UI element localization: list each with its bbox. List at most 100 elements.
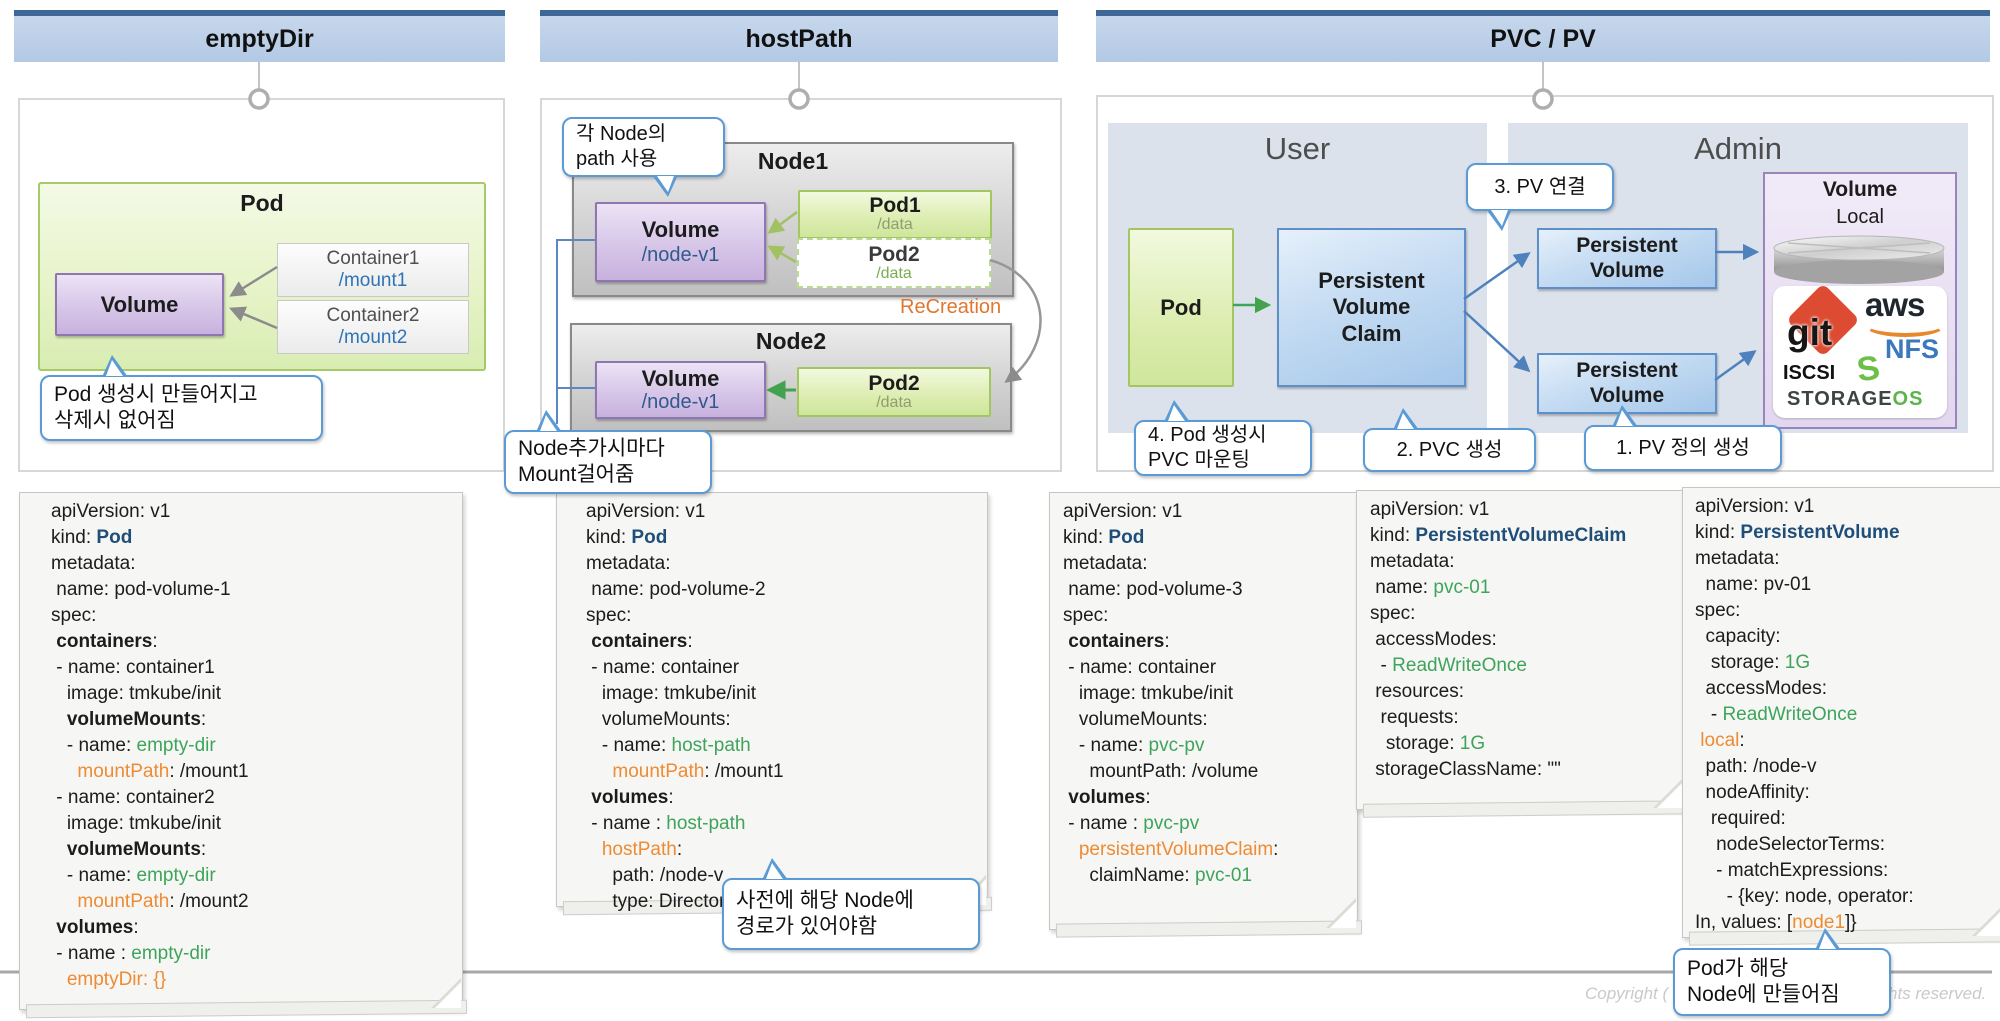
- yaml-line: In, values: [node1]}: [1695, 912, 1857, 933]
- yaml-line: mountPath: /mount2: [77, 891, 249, 912]
- callout-pvc-create: 2. PVC 생성: [1363, 408, 1536, 472]
- disk-cylinder-icon: [1773, 235, 1945, 284]
- page-fold-icon: [1653, 778, 1683, 808]
- yaml-line: mountPath: /volume: [1063, 761, 1259, 782]
- yaml-line: - name: container2: [51, 787, 215, 808]
- yaml-line: capacity:: [1695, 626, 1781, 647]
- node2-pod2-path: /data: [876, 393, 912, 411]
- yaml-line: nodeAffinity:: [1695, 782, 1810, 803]
- yaml-line: metadata:: [1370, 551, 1455, 572]
- yaml-line: accessModes:: [1370, 629, 1497, 650]
- yaml-line: volumeMounts:: [1063, 709, 1208, 730]
- yaml-line: volumeMounts:: [586, 709, 731, 730]
- header-hostpath: hostPath: [540, 10, 1058, 62]
- copyright-text-left: Copyright (: [1585, 984, 1669, 1003]
- yaml-line: storage: 1G: [1370, 733, 1486, 754]
- yaml-line: - name: empty-dir: [51, 735, 216, 756]
- emptydir-volume-box: Volume: [55, 273, 224, 336]
- pod1-box: Pod1 /data: [798, 190, 992, 239]
- yaml-line: image: tmkube/init: [51, 813, 222, 834]
- yaml-line: - name: container: [586, 657, 740, 678]
- callout-node-placed: Pod가 해당 Node에 만들어짐: [1673, 928, 1891, 1016]
- yaml-line: image: tmkube/init: [1063, 683, 1234, 704]
- callout-hostpath-precondition: 사전에 해당 Node에 경로가 있어야함: [722, 858, 980, 950]
- yaml-line: - name : empty-dir: [51, 943, 211, 964]
- storageos-logo-text: STORAGEOS: [1787, 388, 1923, 411]
- callout-pointer: [1164, 400, 1190, 422]
- yaml-line: spec:: [586, 605, 632, 626]
- node1-volume-box: Volume /node-v1: [595, 202, 766, 282]
- yaml-line: spec:: [1063, 605, 1109, 626]
- iscsi-logo-text: ISCSI: [1783, 362, 1836, 384]
- callout-pointer: [1612, 405, 1638, 427]
- callout-pv-connect: 3. PV 연결: [1466, 163, 1614, 231]
- node1-volume-label: Volume: [641, 216, 720, 242]
- yaml-line: spec:: [51, 605, 97, 626]
- yaml-line: metadata:: [1063, 553, 1148, 574]
- yaml-line: - name: empty-dir: [51, 865, 216, 886]
- yaml-line: nodeSelectorTerms:: [1695, 834, 1886, 855]
- callout-pointer: [1486, 209, 1512, 231]
- node2-volume-path: /node-v1: [641, 391, 720, 414]
- callout-node-mount-text: Node추가시마다 Mount걸어줌: [518, 436, 665, 486]
- pv1-box: Persistent Volume: [1537, 228, 1717, 289]
- yaml-line: apiVersion: v1: [586, 501, 706, 522]
- yaml-line: metadata:: [586, 553, 671, 574]
- yaml-line: volumes:: [56, 917, 139, 938]
- copyright-text-right: hts reserved.: [1888, 984, 1987, 1003]
- yaml-line: metadata:: [51, 553, 136, 574]
- callout-node-mount: Node추가시마다 Mount걸어줌: [504, 410, 712, 494]
- yaml-line: metadata:: [1695, 548, 1780, 569]
- container2-box: Container2 /mount2: [277, 300, 469, 354]
- callout-pod-mount-text: 4. Pod 생성시 PVC 마운팅: [1148, 424, 1267, 471]
- yaml-line: spec:: [1370, 603, 1416, 624]
- callout-pointer: [536, 410, 562, 432]
- page-fold-icon: [431, 978, 461, 1008]
- storageos-text-a: STORAGE: [1787, 388, 1893, 410]
- yaml-line: name: pv-01: [1695, 574, 1812, 595]
- storageos-icon: S: [1854, 348, 1883, 390]
- yaml-line: kind: Pod: [586, 527, 668, 548]
- nfs-logo-text: NFS: [1885, 334, 1939, 364]
- yaml-line: required:: [1695, 808, 1786, 829]
- header-pvc-pv: PVC / PV: [1096, 10, 1990, 62]
- callout-pointer: [1815, 928, 1841, 950]
- yaml-line: volumeMounts:: [66, 839, 207, 860]
- storageos-text-b: OS: [1892, 388, 1924, 410]
- node2-volume-box: Volume /node-v1: [595, 361, 766, 419]
- callout-pv-create: 1. PV 정의 생성: [1584, 405, 1782, 471]
- yaml-line: apiVersion: v1: [51, 501, 171, 522]
- yaml-line: - name: host-path: [586, 735, 751, 756]
- yaml-line: accessModes:: [1695, 678, 1827, 699]
- aws-swoosh-icon: [1865, 314, 1945, 337]
- yaml-line: - ReadWriteOnce: [1370, 655, 1527, 676]
- yaml-line: kind: PersistentVolumeClaim: [1370, 525, 1627, 546]
- yaml-line: - {key: node, operator:: [1695, 886, 1914, 907]
- container1-name: Container1: [326, 248, 420, 270]
- node2-pod2-box: Pod2 /data: [797, 367, 991, 417]
- yaml-line: claimName: pvc-01: [1063, 865, 1253, 886]
- yaml-line: path: /node-v: [586, 865, 724, 886]
- node2-pod2-name: Pod2: [868, 371, 920, 395]
- callout-pointer: [1393, 408, 1419, 430]
- yaml-line: - name: container: [1063, 657, 1217, 678]
- yaml-line: kind: Pod: [51, 527, 133, 548]
- yaml-line: type: Directory: [586, 891, 735, 912]
- yaml-line: - name: container1: [51, 657, 215, 678]
- yaml-line: name: pod-volume-3: [1063, 579, 1243, 600]
- container2-name: Container2: [326, 305, 420, 327]
- header-connectors: [258, 62, 1544, 90]
- yaml-line: kind: Pod: [1063, 527, 1145, 548]
- header-emptydir: emptyDir: [14, 10, 505, 62]
- pod2-ghost-path: /data: [876, 264, 912, 282]
- yaml-line: volumes:: [591, 787, 674, 808]
- callout-pvc-create-text: 2. PVC 생성: [1396, 438, 1503, 461]
- yaml-line: image: tmkube/init: [586, 683, 757, 704]
- git-logo-text: git: [1787, 312, 1833, 353]
- header-hostpath-label: hostPath: [745, 24, 853, 53]
- yaml-line: mountPath: /mount1: [77, 761, 249, 782]
- yaml-line: name: pvc-01: [1370, 577, 1491, 598]
